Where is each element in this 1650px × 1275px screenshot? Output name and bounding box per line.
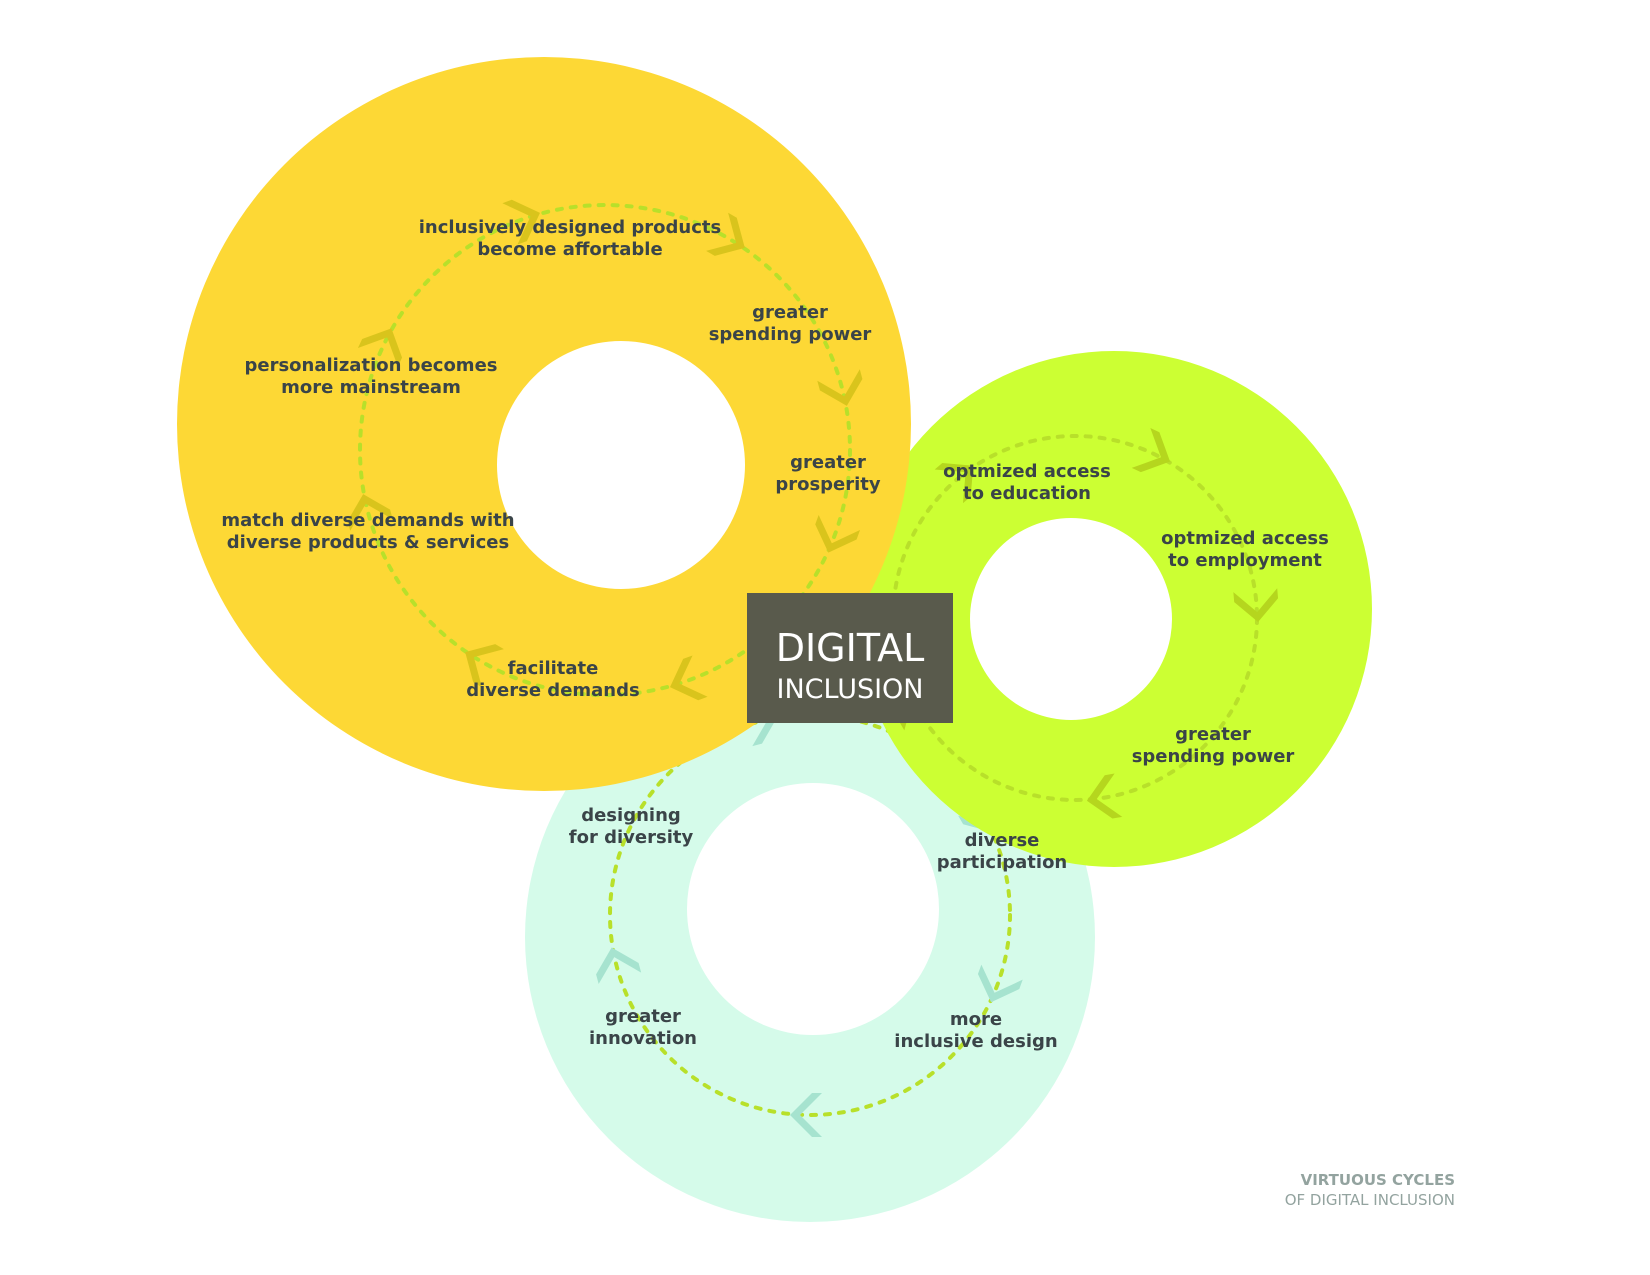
svg-text:more: more bbox=[950, 1009, 1002, 1030]
svg-text:diverse products & services: diverse products & services bbox=[227, 532, 509, 553]
svg-text:innovation: innovation bbox=[589, 1028, 697, 1049]
chevron-arrow-icon bbox=[465, 644, 504, 688]
chevron-arrow-icon bbox=[1131, 428, 1171, 473]
svg-text:prosperity: prosperity bbox=[775, 474, 881, 495]
svg-text:for diversity: for diversity bbox=[569, 827, 694, 848]
chevron-arrow-icon bbox=[817, 369, 863, 406]
chevron-arrow-icon bbox=[670, 655, 708, 701]
caption-subtitle: OF DIGITAL INCLUSION bbox=[1285, 1191, 1455, 1209]
svg-text:greater: greater bbox=[752, 302, 828, 323]
svg-text:optmized access: optmized access bbox=[1161, 528, 1329, 549]
svg-text:more mainstream: more mainstream bbox=[281, 377, 461, 398]
yellow-ring bbox=[177, 57, 911, 791]
svg-text:spending power: spending power bbox=[1132, 746, 1295, 767]
svg-text:become affortable: become affortable bbox=[477, 239, 662, 260]
svg-text:inclusively designed products: inclusively designed products bbox=[419, 217, 721, 238]
chevron-arrow-icon bbox=[706, 212, 745, 256]
svg-text:diverse demands: diverse demands bbox=[466, 680, 639, 701]
caption-title: VIRTUOUS CYCLES bbox=[1301, 1171, 1455, 1189]
svg-text:greater: greater bbox=[1175, 724, 1251, 745]
cycle-dashed-path bbox=[358, 203, 852, 697]
svg-text:greater: greater bbox=[605, 1006, 681, 1027]
svg-text:inclusive design: inclusive design bbox=[894, 1031, 1057, 1052]
digital-inclusion-box: DIGITAL INCLUSION bbox=[747, 593, 953, 723]
center-title-line2: INCLUSION bbox=[776, 674, 923, 705]
chevron-arrow-icon bbox=[1233, 588, 1279, 623]
svg-text:optmized access: optmized access bbox=[943, 461, 1111, 482]
svg-text:diverse: diverse bbox=[965, 830, 1040, 851]
green-ring bbox=[856, 351, 1372, 867]
chevron-arrow-icon bbox=[977, 964, 1023, 1003]
svg-text:facilitate: facilitate bbox=[508, 658, 599, 679]
chevron-arrow-icon bbox=[596, 947, 642, 985]
svg-text:match diverse demands with: match diverse demands with bbox=[221, 510, 514, 531]
chevron-arrow-icon bbox=[790, 1093, 822, 1137]
svg-text:to employment: to employment bbox=[1168, 550, 1322, 571]
svg-text:designing: designing bbox=[581, 805, 681, 826]
chevron-arrow-icon bbox=[934, 463, 974, 504]
chevron-arrow-icon bbox=[1086, 773, 1123, 819]
chevron-arrow-icon bbox=[357, 328, 403, 367]
chevron-arrow-icon bbox=[815, 514, 861, 553]
svg-text:personalization becomes: personalization becomes bbox=[244, 355, 497, 376]
svg-text:spending power: spending power bbox=[709, 324, 872, 345]
svg-text:to education: to education bbox=[963, 483, 1091, 504]
svg-text:greater: greater bbox=[790, 452, 866, 473]
svg-text:participation: participation bbox=[937, 852, 1068, 873]
chevron-arrow-icon bbox=[502, 199, 540, 245]
chevron-arrow-icon bbox=[347, 494, 393, 531]
center-title-line1: DIGITAL bbox=[776, 626, 925, 670]
